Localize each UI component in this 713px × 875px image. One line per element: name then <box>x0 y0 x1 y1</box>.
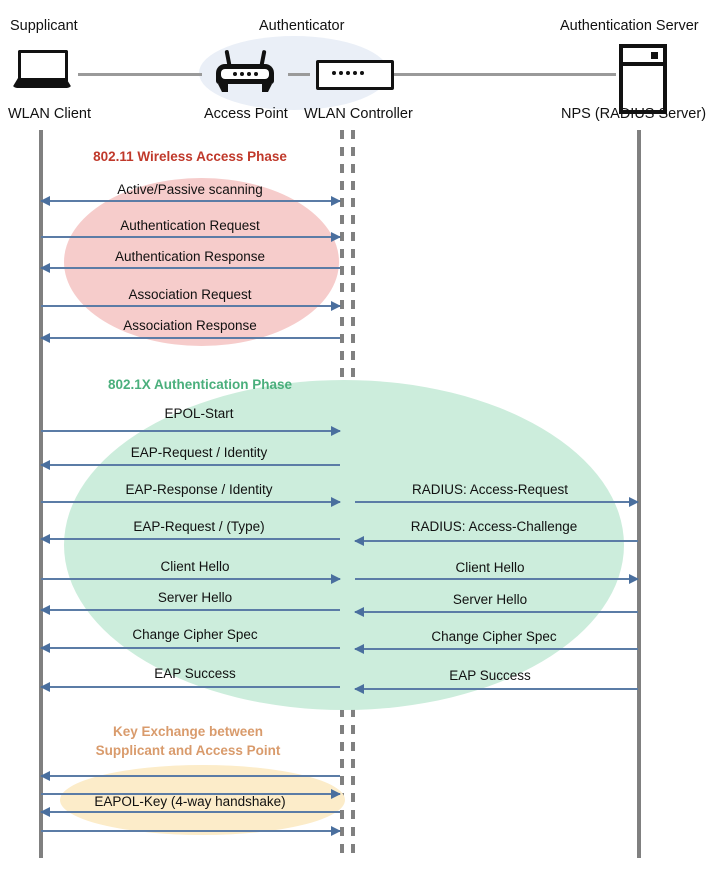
lifeline-supplicant <box>39 130 43 858</box>
msg-arrow-radius-access-challenge <box>354 536 638 546</box>
arrowhead-right-icon <box>331 196 341 206</box>
arrowhead-left-icon <box>40 771 50 781</box>
msg-arrow-eap-request-type <box>40 534 340 544</box>
arrowhead-left-icon <box>40 682 50 692</box>
arrowhead-right-icon <box>331 574 341 584</box>
arrowhead-left-icon <box>354 536 364 546</box>
msg-label-client-hello-right: Client Hello <box>455 560 525 575</box>
arrowhead-right-icon <box>629 574 639 584</box>
msg-arrow-eapol-key-2 <box>41 789 341 799</box>
msg-label-authentication-response: Authentication Response <box>114 249 266 264</box>
actor-role-authenticator: Authenticator <box>259 18 345 34</box>
phase-blob-dot1x-auth <box>64 380 624 710</box>
arrowhead-right-icon <box>629 497 639 507</box>
arrowhead-left-icon <box>40 605 50 615</box>
arrowhead-left-icon <box>40 460 50 470</box>
arrowhead-right-icon <box>331 826 341 836</box>
phase-label-key-exchange: Key Exchange between Supplicant and Acce… <box>96 722 281 760</box>
actor-role-auth-server: Authentication Server <box>560 18 699 34</box>
msg-arrow-server-hello-right <box>354 607 638 617</box>
arrowhead-left-icon <box>354 644 364 654</box>
msg-label-epol-start: EPOL-Start <box>164 406 234 421</box>
msg-label-change-cipher-spec-right: Change Cipher Spec <box>431 629 557 644</box>
msg-label-authentication-request: Authentication Request <box>120 218 260 233</box>
arrowhead-left-icon <box>40 263 50 273</box>
arrowhead-left-icon <box>354 684 364 694</box>
msg-label-association-request: Association Request <box>128 287 252 302</box>
msg-arrow-client-hello-right <box>355 574 639 584</box>
arrowhead-right-icon <box>331 497 341 507</box>
arrowhead-right-icon <box>331 426 341 436</box>
msg-arrow-change-cipher-spec-left <box>40 643 340 653</box>
msg-arrow-authentication-response <box>40 263 340 273</box>
msg-arrow-epol-start <box>41 426 341 436</box>
msg-arrow-eap-success-right <box>354 684 638 694</box>
msg-arrow-eapol-key-1 <box>40 771 340 781</box>
msg-arrow-eap-request-identity <box>40 460 340 470</box>
msg-label-eapol-key-handshake: EAPOL-Key (4-way handshake) <box>94 794 286 809</box>
msg-label-radius-access-request: RADIUS: Access-Request <box>411 482 569 497</box>
msg-label-eap-response-identity: EAP-Response / Identity <box>125 482 273 497</box>
msg-label-change-cipher-spec-left: Change Cipher Spec <box>132 627 258 642</box>
msg-arrow-eapol-key-4 <box>41 826 341 836</box>
access-point-icon <box>216 48 274 92</box>
msg-arrow-client-hello-left <box>41 574 341 584</box>
msg-label-radius-access-challenge: RADIUS: Access-Challenge <box>410 519 578 534</box>
arrowhead-left-icon <box>40 807 50 817</box>
msg-arrow-association-request <box>41 301 341 311</box>
wire-client-to-ap <box>78 73 202 76</box>
msg-arrow-eap-response-identity <box>41 497 341 507</box>
arrowhead-right-icon <box>331 232 341 242</box>
msg-label-eap-request-identity: EAP-Request / Identity <box>130 445 268 460</box>
lifeline-radius-server <box>637 130 641 858</box>
msg-label-server-hello-left: Server Hello <box>157 590 233 605</box>
phase-label-key-exchange-line1: Key Exchange between <box>112 724 264 739</box>
actor-device-wlan-client: WLAN Client <box>8 106 91 122</box>
msg-label-client-hello-left: Client Hello <box>160 559 230 574</box>
phase-label-dot1x-auth: 802.1X Authentication Phase <box>107 377 293 392</box>
arrowhead-left-icon <box>40 333 50 343</box>
msg-label-eap-success-left: EAP Success <box>154 666 236 681</box>
msg-label-active-passive-scanning: Active/Passive scanning <box>117 182 263 197</box>
msg-label-server-hello-right: Server Hello <box>452 592 528 607</box>
phase-label-wireless-access: 802.11 Wireless Access Phase <box>93 149 287 164</box>
msg-arrow-server-hello-left <box>40 605 340 615</box>
msg-arrow-active-passive-scanning <box>40 196 341 206</box>
phase-blob-wireless-access <box>64 178 339 346</box>
wlan-controller-icon <box>316 60 394 90</box>
arrowhead-left-icon <box>40 643 50 653</box>
msg-arrow-eap-success-left <box>40 682 340 692</box>
msg-label-association-response: Association Response <box>123 318 257 333</box>
msg-arrow-eapol-key-3 <box>40 807 340 817</box>
wire-controller-to-server <box>394 73 616 76</box>
msg-arrow-change-cipher-spec-right <box>354 644 638 654</box>
msg-arrow-radius-access-request <box>355 497 639 507</box>
wire-ap-to-controller <box>288 73 310 76</box>
actor-device-nps-radius: NPS (RADIUS Server) <box>561 106 707 122</box>
arrowhead-left-icon <box>354 607 364 617</box>
phase-label-key-exchange-line2: Supplicant and Access Point <box>95 743 281 758</box>
actor-device-access-point: Access Point <box>204 106 288 122</box>
actor-device-wlan-controller: WLAN Controller <box>304 106 413 122</box>
msg-label-eap-request-type: EAP-Request / (Type) <box>133 519 265 534</box>
server-icon <box>619 44 667 114</box>
laptop-icon <box>12 50 72 92</box>
arrowhead-left-icon <box>40 534 50 544</box>
arrowhead-right-icon <box>331 789 341 799</box>
msg-arrow-association-response <box>40 333 340 343</box>
arrowhead-left-icon <box>40 196 50 206</box>
arrowhead-right-icon <box>331 301 341 311</box>
msg-arrow-authentication-request <box>41 232 341 242</box>
msg-label-eap-success-right: EAP Success <box>449 668 531 683</box>
actor-role-supplicant: Supplicant <box>10 18 78 34</box>
